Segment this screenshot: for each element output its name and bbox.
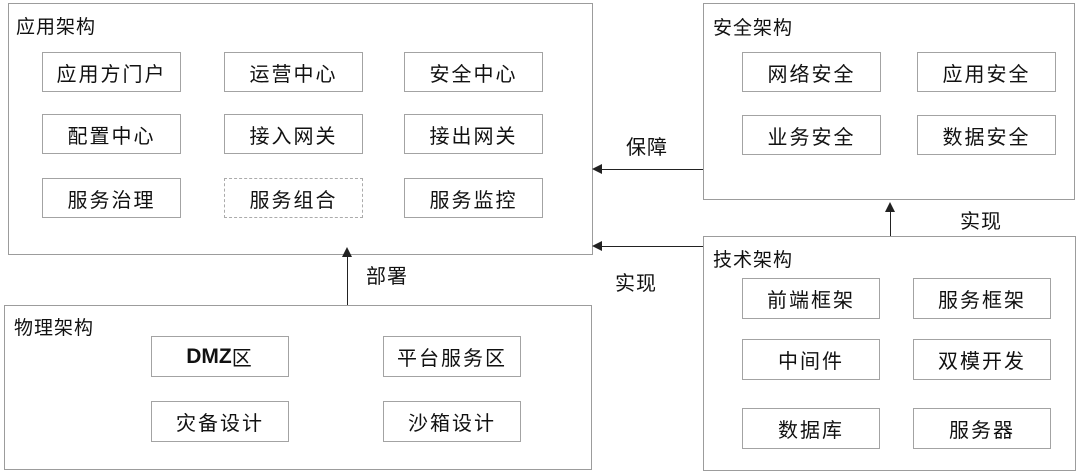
arrow-realize-upper-label: 实现 [960, 211, 1002, 233]
arrow-realize-lower-head [592, 241, 602, 251]
box-server: 服务器 [913, 408, 1051, 449]
arrow-deploy-line [347, 256, 348, 305]
arrow-realize-lower-line [600, 246, 703, 247]
arrow-realize-upper-head [885, 202, 895, 212]
box-label-dmz: DMZ [186, 344, 232, 368]
box-service-governance: 服务治理 [42, 178, 181, 218]
box-label: 沙箱设计 [408, 413, 496, 435]
box-label: 服务框架 [938, 290, 1026, 312]
box-inbound-gateway: 接入网关 [224, 114, 363, 154]
arrow-guarantee-label: 保障 [626, 137, 668, 159]
box-label: 配置中心 [67, 125, 156, 148]
box-security-center: 安全中心 [404, 52, 543, 92]
arrow-guarantee-line [600, 169, 703, 170]
box-label: 服务组合 [249, 189, 338, 212]
box-label: 接入网关 [249, 125, 338, 148]
box-label: 应用安全 [942, 63, 1031, 86]
box-database: 数据库 [742, 408, 880, 449]
box-disaster-recovery-design: 灾备设计 [151, 401, 289, 442]
box-application-portal: 应用方门户 [42, 52, 181, 92]
security-architecture-title: 安全架构 [713, 18, 794, 39]
box-frontend-framework: 前端框架 [742, 278, 880, 319]
box-label: 服务器 [949, 420, 1015, 442]
box-outbound-gateway: 接出网关 [404, 114, 543, 154]
physical-architecture-title: 物理架构 [14, 318, 95, 339]
arrow-guarantee-head [592, 164, 602, 174]
box-platform-service-zone: 平台服务区 [383, 336, 521, 377]
box-service-monitoring: 服务监控 [404, 178, 543, 218]
box-data-security: 数据安全 [917, 115, 1056, 155]
box-label: 前端框架 [767, 290, 855, 312]
application-architecture-title: 应用架构 [16, 17, 97, 38]
box-service-framework: 服务框架 [913, 278, 1051, 319]
box-middleware: 中间件 [742, 339, 880, 380]
arrow-realize-upper-line [890, 210, 891, 236]
box-label: 接出网关 [429, 125, 518, 148]
arrow-deploy-label: 部署 [366, 266, 408, 288]
box-label: 安全中心 [429, 63, 518, 86]
box-label: 双模开发 [938, 351, 1026, 373]
box-label: 灾备设计 [176, 413, 264, 435]
technology-architecture-title: 技术架构 [713, 250, 794, 271]
arrow-deploy-head [342, 247, 352, 257]
container-technology-architecture: 技术架构 前端框架 服务框架 中间件 双模开发 数据库 服务器 [703, 236, 1076, 471]
box-label: 运营中心 [249, 63, 338, 86]
box-service-composition: 服务组合 [224, 178, 363, 218]
box-operation-center: 运营中心 [224, 52, 363, 92]
box-label: 数据安全 [942, 126, 1031, 149]
box-label: 区 [231, 348, 254, 370]
container-security-architecture: 安全架构 网络安全 应用安全 业务安全 数据安全 [703, 3, 1075, 200]
box-label: 数据库 [778, 420, 844, 442]
box-label: 服务治理 [67, 189, 156, 212]
container-application-architecture: 应用架构 应用方门户 运营中心 安全中心 配置中心 接入网关 接出网关 服务治理… [8, 3, 593, 255]
box-label: 网络安全 [767, 63, 856, 86]
box-config-center: 配置中心 [42, 114, 181, 154]
box-label: 中间件 [778, 351, 844, 373]
box-sandbox-design: 沙箱设计 [383, 401, 521, 442]
box-label: 平台服务区 [397, 348, 507, 370]
arrow-realize-lower-label: 实现 [615, 273, 657, 295]
box-label: 服务监控 [429, 189, 518, 212]
box-label: 应用方门户 [56, 63, 167, 86]
box-network-security: 网络安全 [742, 52, 881, 92]
box-dual-mode-development: 双模开发 [913, 339, 1051, 380]
box-application-security: 应用安全 [917, 52, 1056, 92]
box-label: 业务安全 [767, 126, 856, 149]
box-business-security: 业务安全 [742, 115, 881, 155]
